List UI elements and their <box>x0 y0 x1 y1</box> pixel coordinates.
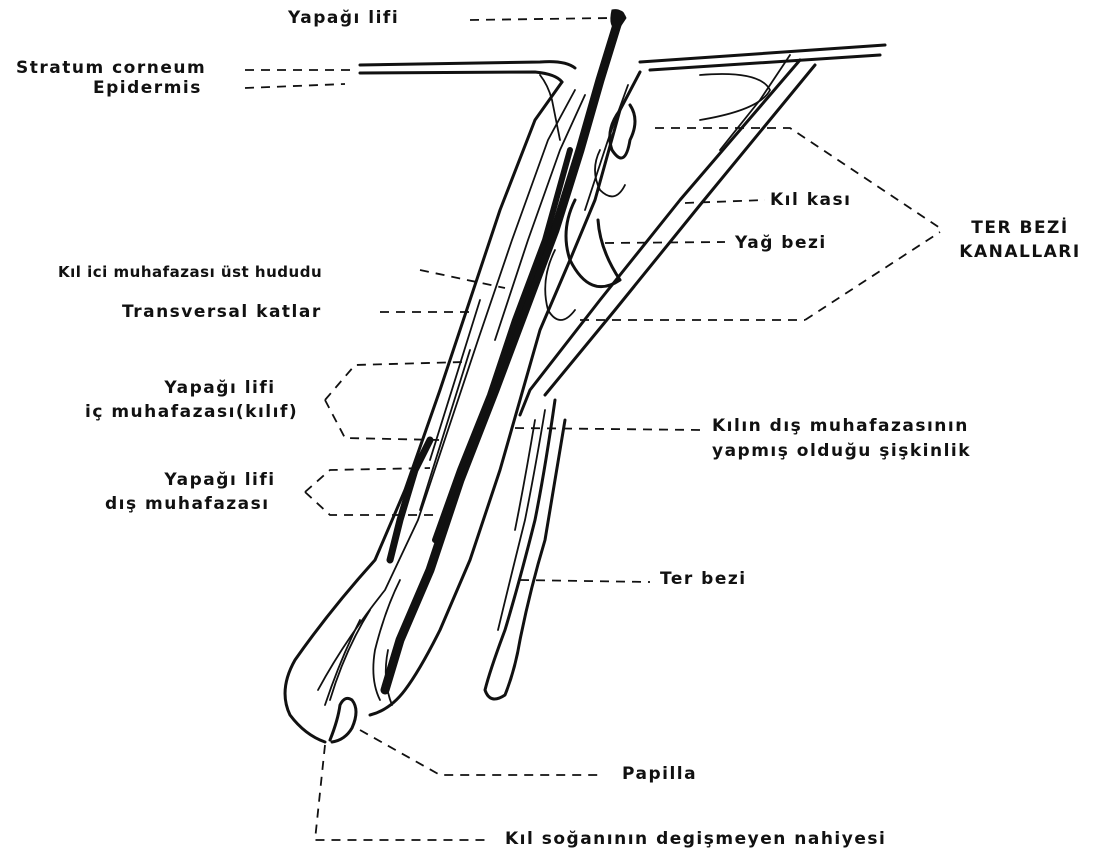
label-ter-bezi: Ter bezi <box>660 569 747 589</box>
label-yapagi-lifi-top: Yapağı lifi <box>288 8 399 28</box>
label-ter-bezi-kanallari-2: KANALLARI <box>955 242 1085 262</box>
label-ic-muhafaza-2: iç muhafazası(kılıf) <box>85 402 298 422</box>
sweat-gland <box>485 400 565 699</box>
label-kil-soganinin: Kıl soğanının degişmeyen nahiyesi <box>505 829 886 849</box>
label-ter-bezi-kanallari-1: TER BEZİ <box>960 218 1080 238</box>
label-kilin-dis-2: yapmış olduğu şişkinlik <box>712 441 971 461</box>
inner-sheath <box>390 150 570 560</box>
sebaceous-gland <box>545 74 770 320</box>
label-kil-kasi: Kıl kası <box>770 190 851 210</box>
label-papilla: Papilla <box>622 764 697 784</box>
label-kil-ici-muhafazasi: Kıl ici muhafazası üst hududu <box>58 262 322 282</box>
label-transversal-katlar: Transversal katlar <box>122 302 322 322</box>
follicle-walls <box>285 72 640 742</box>
label-ic-muhafaza-1: Yapağı lifi <box>120 378 320 398</box>
skin-surface <box>360 45 885 140</box>
label-dis-muhafaza-2: dış muhafazası <box>105 494 270 514</box>
label-yag-bezi: Yağ bezi <box>735 233 827 253</box>
label-kilin-dis-1: Kılın dış muhafazasının <box>712 416 969 436</box>
label-stratum-corneum: Stratum corneum <box>16 58 206 78</box>
label-epidermis: Epidermis <box>93 78 202 98</box>
label-dis-muhafaza-1: Yapağı lifi <box>120 470 320 490</box>
